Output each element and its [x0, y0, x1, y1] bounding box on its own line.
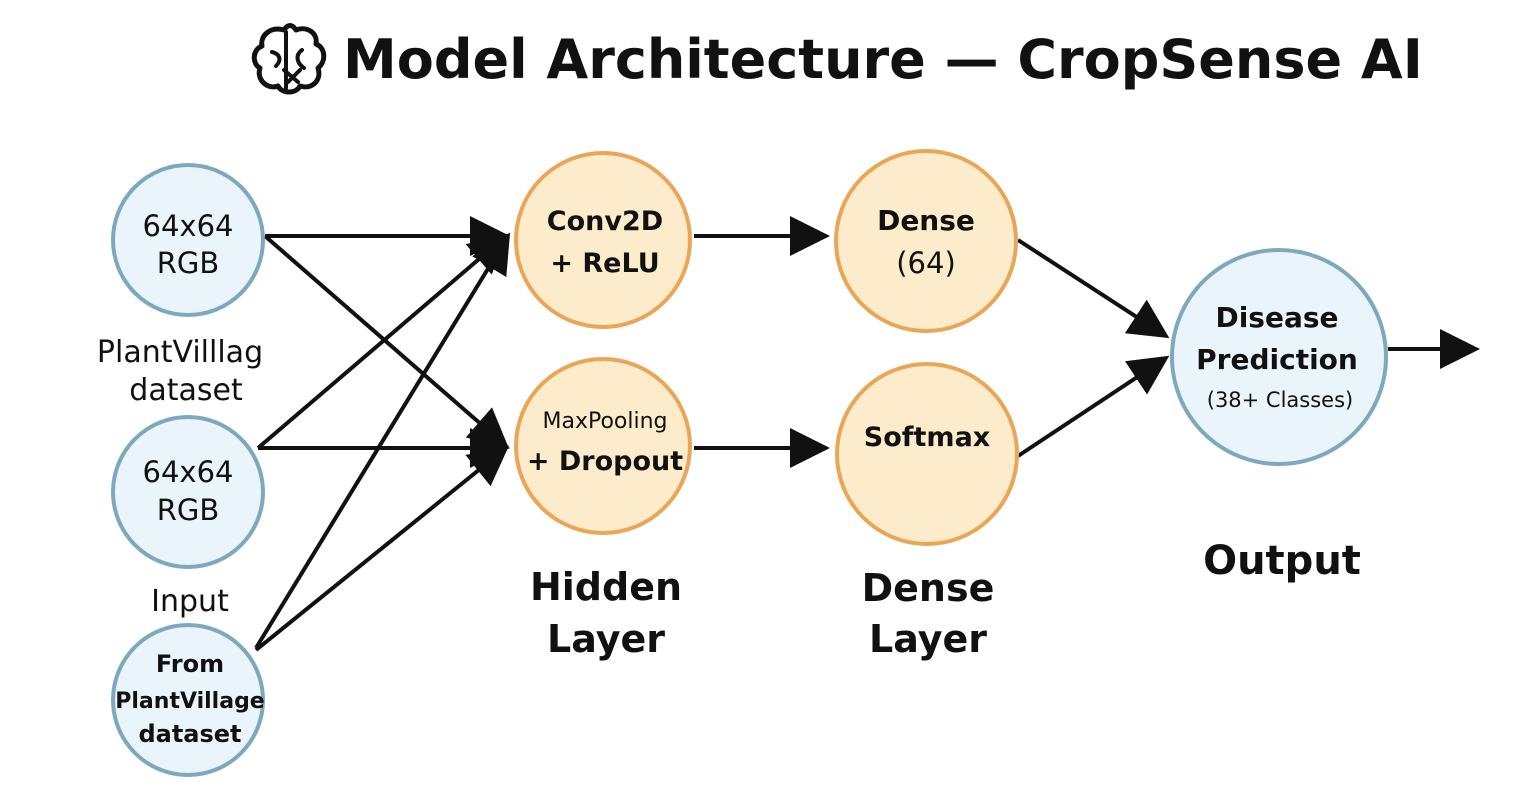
output-node-line3: (38+ Classes) [1207, 388, 1354, 412]
output-node-line1: Disease [1215, 301, 1338, 334]
dense-layer-caption-line2: Layer [869, 617, 987, 661]
input-node-2-circle [111, 415, 265, 569]
input-caption: Input [151, 584, 229, 619]
edge-input3-conv [254, 232, 511, 650]
output-node-circle [1170, 248, 1388, 466]
softmax-node-circle [835, 362, 1019, 546]
input-node-3-line2: PlantVillage [115, 689, 264, 714]
dense-node-circle [834, 149, 1018, 333]
dataset-caption-line1: PlantVilllag [97, 335, 263, 370]
title-group: Model Architecture — CropSense AI [251, 23, 1423, 95]
input-node-1-circle [111, 163, 265, 317]
dataset-caption-line2: dataset [129, 373, 243, 408]
softmax-node-line1: Softmax [864, 422, 990, 453]
dense-node: Dense (64) [834, 149, 1018, 333]
page-title: Model Architecture — CropSense AI [343, 28, 1423, 91]
input-node-2-line2: RGB [157, 493, 220, 527]
edge-softmax-output [1016, 355, 1170, 458]
dense-node-line2: (64) [896, 246, 956, 280]
hidden-layer-caption-line1: Hidden [530, 565, 682, 609]
input-node-1: 64x64 RGB [111, 163, 265, 317]
input-node-1-line2: RGB [157, 246, 220, 280]
softmax-node: Softmax [835, 362, 1019, 546]
output-node-line2: Prediction [1196, 343, 1358, 376]
maxpool-node: MaxPooling + Dropout [514, 357, 692, 535]
input-node-3-line3: dataset [138, 720, 241, 748]
connections [254, 216, 1480, 652]
conv-node-line1: Conv2D [547, 206, 663, 237]
output-caption: Output [1203, 538, 1361, 584]
conv-node: Conv2D + ReLU [514, 151, 692, 329]
output-node: Disease Prediction (38+ Classes) [1170, 248, 1388, 466]
dense-node-line1: Dense [877, 204, 975, 237]
conv-node-line2: + ReLU [550, 248, 659, 279]
maxpool-node-line2: + Dropout [527, 446, 683, 477]
maxpool-node-line1: MaxPooling [542, 409, 667, 434]
input-node-3-circle [111, 623, 265, 777]
maxpool-node-circle [514, 357, 692, 535]
input-node-2: 64x64 RGB [111, 415, 265, 569]
dense-layer-caption-line1: Dense [862, 566, 995, 610]
hidden-layer-caption-line2: Layer [547, 617, 665, 661]
edge-input2-conv [256, 233, 510, 450]
input-node-3-line1: From [156, 650, 224, 678]
input-node-2-line1: 64x64 [143, 455, 234, 489]
edge-input3-maxpool [254, 445, 510, 652]
input-node-1-line1: 64x64 [143, 209, 234, 243]
input-node-3: From PlantVillage dataset [111, 623, 265, 777]
brain-icon [251, 23, 327, 95]
edge-dense-output [1016, 238, 1170, 339]
conv-node-circle [514, 151, 692, 329]
